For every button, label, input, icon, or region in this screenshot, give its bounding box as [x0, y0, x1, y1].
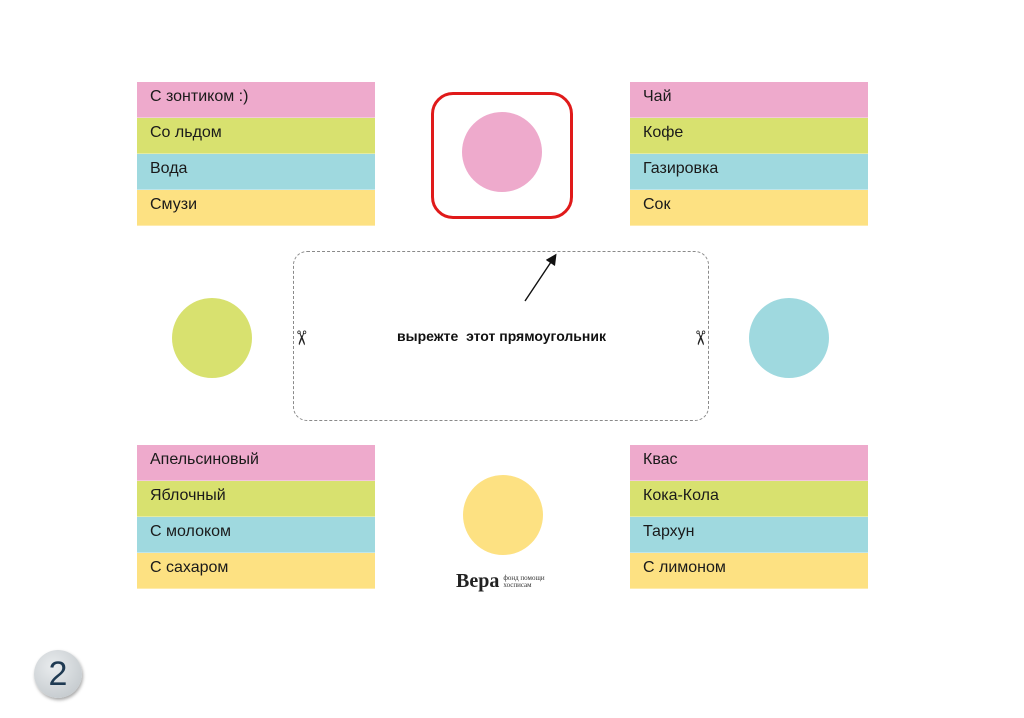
selected-color-frame [431, 92, 573, 219]
list-item: Вода [137, 154, 375, 190]
list-top-right: Чай Кофе Газировка Сок [630, 82, 868, 226]
cutout-rectangle [293, 251, 709, 421]
list-item: Кока-Кола [630, 481, 868, 517]
list-item: С лимоном [630, 553, 868, 589]
list-item: Апельсиновый [137, 445, 375, 481]
pink-circle [462, 112, 542, 192]
logo-tagline: фонд помощи хосписам [503, 573, 545, 589]
list-item: Сок [630, 190, 868, 226]
green-circle [172, 298, 252, 378]
list-item: С сахаром [137, 553, 375, 589]
cutout-label: вырежте этот прямоугольник [397, 328, 606, 344]
list-item: Смузи [137, 190, 375, 226]
scissors-icon: ✂ [688, 329, 711, 347]
vera-logo: Вера фонд помощи хосписам [456, 570, 555, 593]
list-item: С молоком [137, 517, 375, 553]
list-item: С зонтиком :) [137, 82, 375, 118]
list-item: Квас [630, 445, 868, 481]
list-item: Тархун [630, 517, 868, 553]
list-item: Яблочный [137, 481, 375, 517]
blue-circle [749, 298, 829, 378]
list-top-left: С зонтиком :) Со льдом Вода Смузи [137, 82, 375, 226]
yellow-circle [463, 475, 543, 555]
logo-name: Вера [456, 570, 500, 592]
list-item: Со льдом [137, 118, 375, 154]
page-number-badge: 2 [34, 650, 82, 698]
list-bottom-left: Апельсиновый Яблочный С молоком С сахаро… [137, 445, 375, 589]
list-bottom-right: Квас Кока-Кола Тархун С лимоном [630, 445, 868, 589]
scissors-icon: ✂ [289, 329, 312, 347]
list-item: Чай [630, 82, 868, 118]
list-item: Газировка [630, 154, 868, 190]
list-item: Кофе [630, 118, 868, 154]
